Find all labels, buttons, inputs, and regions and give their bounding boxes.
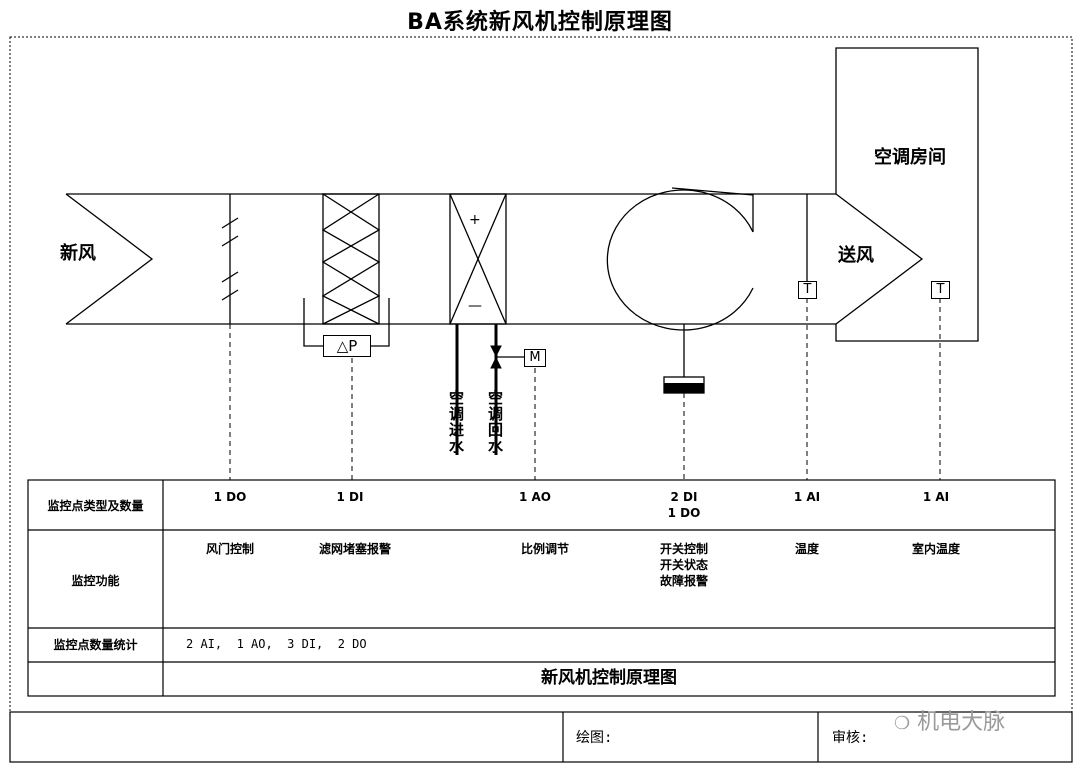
function-fan: 开关控制 开关状态 故障报警 [659,542,708,588]
row-header-function: 监控功能 [71,574,120,588]
differential-pressure-switch: △P [323,335,371,357]
room-label: 空调房间 [874,147,946,168]
air-filter [303,193,390,347]
drawn-by-label: 绘图: [576,730,613,746]
point-type-damper: 1 DO [213,490,247,504]
point-type-valve: 1 AO [518,490,551,504]
function-valve: 比例调节 [520,542,569,556]
title-block [9,711,1073,763]
fresh-air-damper [221,194,239,324]
supply-air-label: 送风 [838,245,874,266]
point-type-room-temp: 1 AI [922,490,950,504]
valve-actuator: M [524,349,546,367]
air-duct [65,47,979,342]
water-coil [449,193,507,325]
coil-minus-sign: — [468,298,482,314]
row-header-point-type: 监控点类型及数量 [47,499,144,513]
outer-frame [9,36,1073,763]
row-header-summary: 监控点数量统计 [53,638,138,652]
watermark: ❍ 机电大脉 [894,704,1005,736]
function-room-temp: 室内温度 [911,542,960,556]
duct-temperature-sensor: T [798,281,817,299]
return-water-label: 空调回水 [486,390,504,454]
point-type-fan: 2 DI 1 DO [667,490,701,520]
points-summary: 2 AI, 1 AO, 3 DI, 2 DO [186,637,367,651]
wechat-icon: ❍ [894,713,911,734]
table-caption: 新风机控制原理图 [541,668,677,688]
watermark-text: 机电大脉 [917,710,1006,735]
points-table [27,479,1056,697]
water-pipes [455,324,524,455]
coil-plus-sign: + [469,212,481,228]
point-type-filter: 1 DI [336,490,364,504]
function-duct-temp: 温度 [794,542,819,556]
supply-water-label: 空调进水 [447,390,465,454]
supply-fan [606,187,754,377]
function-filter: 滤网堵塞报警 [318,542,391,556]
function-damper: 风门控制 [205,542,254,556]
fan-starter-bar [664,383,704,393]
fresh-air-label: 新风 [60,243,96,264]
page-title: BA系统新风机控制原理图 [407,10,673,35]
point-type-duct-temp: 1 AI [793,490,821,504]
signal-lines [229,298,941,480]
room-temperature-sensor: T [931,281,950,299]
checked-by-label: 审核: [832,730,869,746]
